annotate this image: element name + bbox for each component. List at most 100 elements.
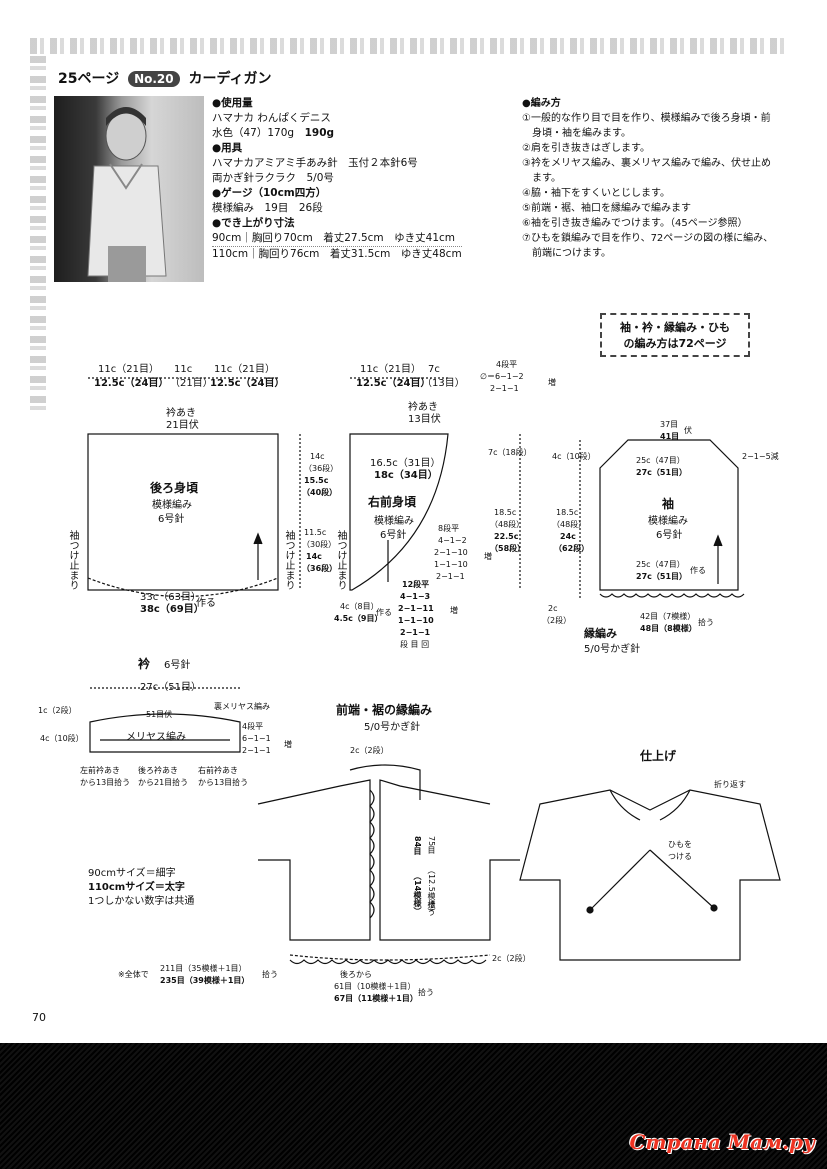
finish-fold-label: 折り返す — [714, 780, 746, 789]
front-dec-mark: 増 — [484, 552, 492, 561]
front-dec-title: 8段平 — [438, 524, 460, 533]
finish-tie-a: ひもを — [668, 840, 692, 849]
back-height-c2: （30段） — [302, 540, 337, 549]
back-top-dim-3b: 12.5c（24目） — [210, 378, 285, 389]
front-top-dim-a: 11c（21目） — [360, 364, 421, 375]
edging-v-action: 拾う — [427, 900, 436, 916]
materials-block: ●使用量 ハマナカ わんぱくデニス 水色（47）170g 190g ●用具 ハマ… — [212, 96, 462, 262]
page-header: 25ページ No.20 カーディガン — [58, 68, 272, 88]
front-bold-2: 2−1−11 — [398, 604, 434, 613]
yarn-amount: 水色（47）170g 190g — [212, 127, 335, 139]
front-inc-1: ∅＝6−1−2 — [480, 372, 524, 381]
method-step: ②肩を引き抜きはぎします。 — [522, 143, 650, 154]
front-inc-mark: 増 — [548, 378, 556, 387]
collar-title: 衿 — [138, 657, 151, 671]
edging-back-a: 61目（10模様＋1目） — [334, 982, 416, 991]
method-step: 身頃・袖を編みます。 — [522, 128, 631, 139]
edging-v-a2: （14模様） — [413, 872, 422, 916]
front-needle: 6号針 — [380, 530, 407, 541]
legend-line-3: 1つしかない数字は共通 — [88, 896, 195, 907]
legend-line-2: 110cmサイズ＝太字 — [88, 882, 185, 893]
finish-title: 仕上げ — [640, 749, 677, 763]
collar-inc-mark: 増 — [284, 740, 292, 749]
back-height-d2: （36段） — [302, 564, 338, 573]
back-needle: 6号針 — [158, 514, 185, 525]
method-step: ⑤前端・裾、袖口を縁編みで編みます — [522, 203, 691, 214]
front-bold-4: 2−1−1 — [400, 628, 431, 637]
back-bottom-dim-a: 33c（63目） — [140, 592, 201, 603]
front-dec-1: 4−1−2 — [438, 536, 467, 545]
front-pattern: 模様編み — [374, 516, 414, 527]
size-row-110: 110cm｜胸回り76cm 着丈31.5cm ゆき丈48cm — [212, 248, 462, 260]
collar-bind-off: 51目伏 — [146, 710, 173, 719]
method-step: ます。 — [522, 173, 561, 184]
front-bottom-b: 4.5c（9目） — [334, 614, 383, 623]
pattern-number-badge: No.20 — [128, 71, 180, 87]
back-pattern: 模様編み — [152, 500, 192, 511]
edging-v-a1: 84目 — [413, 836, 422, 856]
tools-line-1: ハマナカアミアミ手あみ針 玉付２本針6号 — [212, 157, 418, 169]
collar-pick-3b: から13目拾う — [198, 778, 249, 787]
edging-total-a: 211目（35模様＋1目） — [160, 964, 247, 973]
back-piece-name: 後ろ身頃 — [150, 481, 199, 495]
back-top-dim-2b: （21目） — [170, 378, 213, 389]
front-height-c: 22.5c — [494, 532, 519, 541]
collar-width: 27c（51目） — [140, 682, 201, 693]
finish-tie-b: つける — [668, 852, 692, 861]
sleeve-height-c2: （62段） — [554, 544, 590, 553]
edging-cardigan-drawing — [257, 764, 520, 965]
front-inc-2: 2−1−1 — [490, 384, 519, 393]
edging-top-mark: 2c（2段） — [350, 746, 389, 755]
gauge-line: 模様編み 19目 26段 — [212, 202, 323, 214]
front-top-dim-c: 7c — [428, 364, 440, 375]
collar-needle: 6号針 — [164, 660, 191, 671]
collar-pick-2a: 後ろ衿あき — [138, 766, 178, 775]
back-piece-outline — [87, 433, 279, 591]
front-neck-label: 衿あき — [408, 402, 438, 413]
edging-side-mark: 2c（2段） — [492, 954, 531, 963]
watermark-logo: Страна Мам.ру — [629, 1130, 815, 1154]
back-bottom-dim-b: 38c（69目） — [140, 604, 204, 615]
sleeve-bottom-width-a: 25c（47目） — [636, 560, 685, 569]
edging-back-label: 後ろから — [340, 970, 372, 979]
edging-total-b: 235目（39模様＋1目） — [160, 976, 250, 985]
sleeve-needle: 6号針 — [656, 530, 683, 541]
sleeve-pattern: 模様編み — [648, 516, 688, 527]
edging-back-b: 67目（11模様＋1目） — [334, 994, 418, 1003]
sleeve-height-c: 24c — [560, 532, 576, 541]
front-side-label: 袖つけ止まり — [335, 530, 346, 590]
collar-pick-1b: から13目拾う — [80, 778, 131, 787]
back-height-b2: （40段） — [302, 488, 338, 497]
method-step: ⑦ひもを鎖編みで目を作り、72ページの図の様に編み、 — [522, 233, 774, 244]
back-height-c: 11.5c — [304, 528, 327, 537]
sleeve-height-b2: （48段） — [552, 520, 587, 529]
front-height-b2: （48段） — [490, 520, 525, 529]
model-photo — [54, 96, 204, 282]
front-piece-outline — [349, 433, 449, 591]
sleeve-outline — [599, 439, 739, 591]
front-height-b: 18.5c — [494, 508, 517, 517]
front-height-c2: （58段） — [490, 544, 526, 553]
back-side-label-left: 袖つけ止まり — [67, 530, 78, 590]
collar-pick-2b: から21目拾う — [138, 778, 189, 787]
sleeve-edge-height: 2c — [548, 604, 558, 613]
sleeve-edge-height2: （2段） — [542, 616, 572, 625]
back-height-a: 14c — [310, 452, 325, 461]
method-step: ①一般的な作り目で目を作り、模様編みで後ろ身頃・前 — [522, 113, 771, 124]
front-piece-name: 右前身頃 — [368, 495, 417, 509]
collar-knit-label: メリヤス編み — [126, 732, 186, 743]
front-dec-3: 1−1−10 — [434, 560, 468, 569]
back-top-dim-2a: 11c — [174, 364, 193, 375]
edging-total-action: 拾う — [262, 970, 278, 979]
collar-inc-2: 2−1−1 — [242, 746, 271, 755]
front-width-a: 16.5c（31目） — [370, 458, 441, 469]
front-bold-1: 4−1−3 — [400, 592, 431, 601]
front-top-dim-b: 12.5c（24目） — [356, 378, 431, 389]
page-number: 70 — [32, 1011, 46, 1024]
front-neck-stitches: 13目伏 — [408, 414, 441, 425]
sleeve-height-b: 18.5c — [556, 508, 579, 517]
edging-v-b2: （12.5模様） — [427, 866, 436, 916]
front-bold-mark: 増 — [450, 606, 458, 615]
back-side-label-right: 袖つけ止まり — [283, 530, 294, 590]
